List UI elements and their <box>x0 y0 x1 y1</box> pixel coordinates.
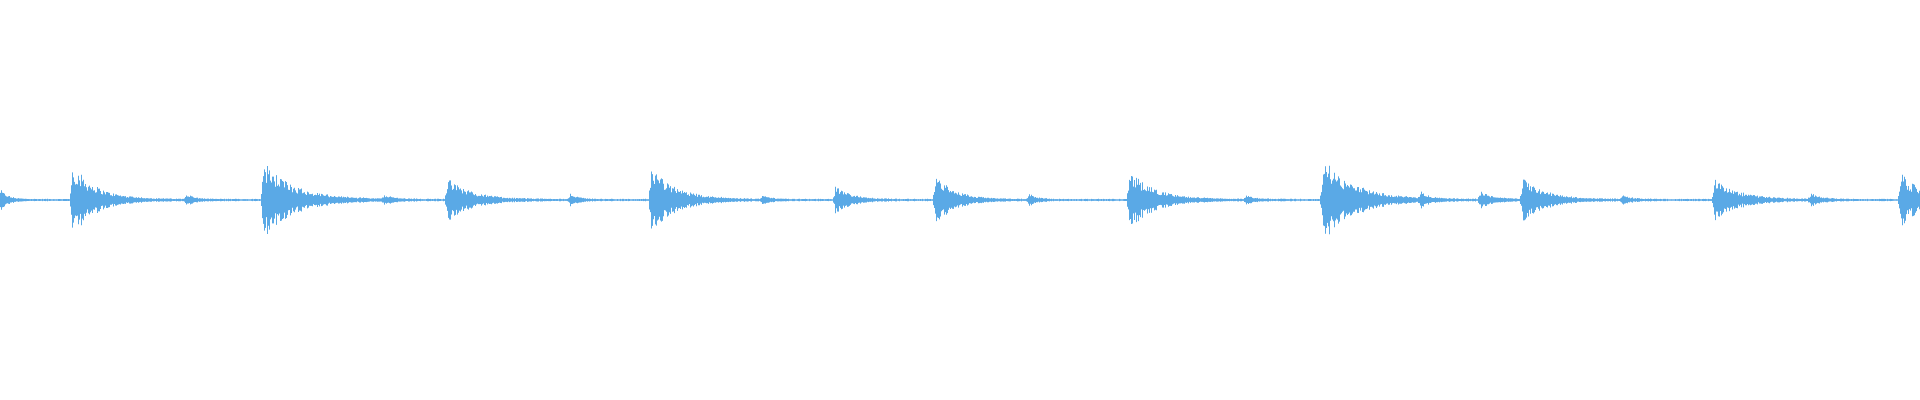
waveform-samples <box>0 165 1920 235</box>
